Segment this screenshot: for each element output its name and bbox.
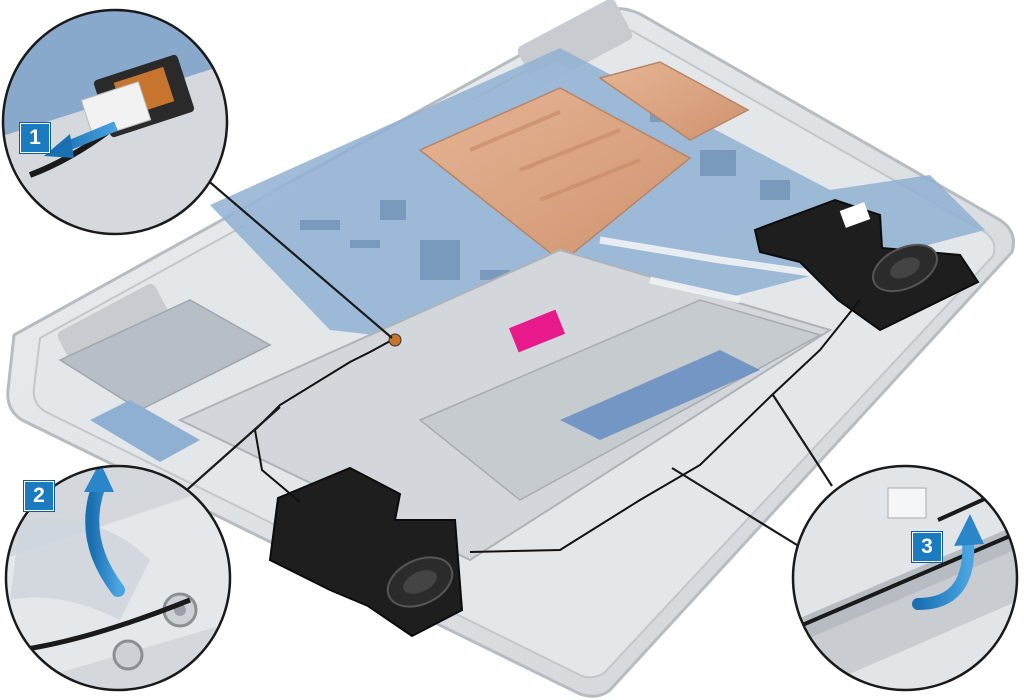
arrow-curved-up-icon: [84, 466, 114, 492]
arrow-left-icon: [44, 134, 74, 158]
step-badge-1: 1: [20, 123, 50, 153]
callout-3-zoom: [791, 464, 1019, 692]
callout-lines: [179, 177, 833, 546]
step-badge-2: 2: [24, 481, 54, 511]
speaker-right: [753, 198, 980, 332]
callout-1-zoom: [1, 8, 229, 236]
speaker-cable: [253, 299, 861, 553]
heat-shield: [418, 61, 750, 263]
step-badge-3: 3: [912, 532, 942, 562]
arrow-curved-up-icon: [954, 514, 984, 546]
io-board: [58, 299, 272, 462]
adhesive-pad: [508, 309, 566, 353]
speaker-left: [268, 466, 464, 638]
